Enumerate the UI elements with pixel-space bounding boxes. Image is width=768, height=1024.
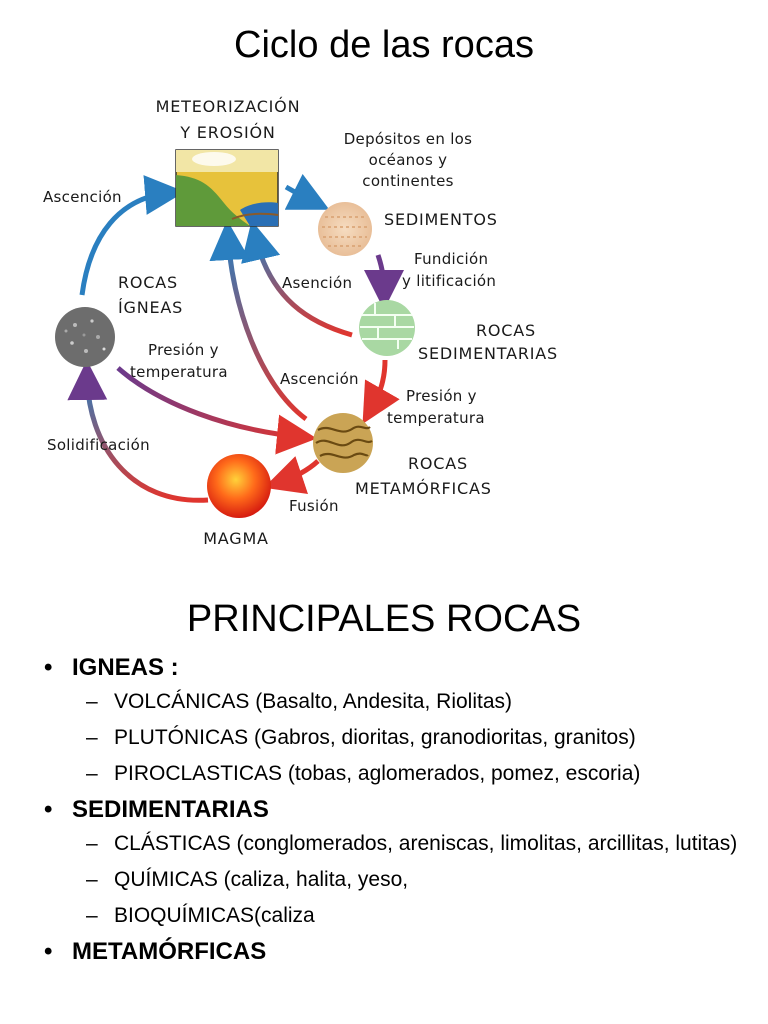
metamorphic-rock-icon	[313, 413, 373, 473]
heading-igneas: IGNEAS :	[72, 654, 179, 681]
cycle-title: Ciclo de las rocas	[234, 24, 534, 66]
label-ascencion-left: Ascención	[43, 188, 122, 206]
arrow-presion-left	[116, 366, 317, 455]
label-rocas-sed-2: SEDIMENTARIAS	[418, 344, 558, 363]
label-fundicion-1: Fundición	[414, 250, 488, 268]
label-rocas-sed-1: ROCAS	[476, 321, 536, 340]
label-presion-right-2: temperatura	[387, 409, 485, 427]
label-presion-right-1: Presión y	[406, 387, 477, 405]
label-rocas-igneas-2: ÍGNEAS	[118, 298, 183, 317]
list-item: PIROCLASTICAS (tobas, aglomerados, pomez…	[80, 760, 754, 787]
list-item: BIOQUÍMICAS(caliza	[80, 902, 754, 929]
arrow-ascencion-left	[79, 175, 185, 296]
heading-metamorficas: METAMÓRFICAS	[72, 938, 267, 965]
arrow-fusion	[263, 456, 320, 495]
label-presion-left-2: temperatura	[130, 363, 228, 381]
label-solidificacion: Solidificación	[47, 436, 150, 454]
list-item-igneas: IGNEAS : VOLCÁNICAS (Basalto, Andesita, …	[44, 654, 754, 787]
list-item: VOLCÁNICAS (Basalto, Andesita, Riolitas)	[80, 688, 754, 715]
sediment-icon	[318, 202, 372, 256]
sedimentary-rock-icon	[359, 300, 415, 356]
list-item-metamorficas: METAMÓRFICAS	[44, 938, 754, 966]
list-item: CLÁSTICAS (conglomerados, areniscas, lim…	[80, 830, 754, 857]
list-item: QUÍMICAS (caliza, halita, yeso,	[80, 866, 754, 893]
label-depositos-2: océanos y	[369, 151, 448, 169]
arrow-litification	[363, 254, 404, 310]
igneous-rock-icon	[55, 307, 115, 367]
label-rocas-met-2: METAMÓRFICAS	[355, 479, 492, 498]
main-title: PRINCIPALES ROCAS	[186, 598, 582, 640]
arrow-ascencion-mid	[209, 220, 308, 422]
label-asencion: Asención	[282, 274, 352, 292]
sublist-sedimentarias: CLÁSTICAS (conglomerados, areniscas, lim…	[72, 830, 754, 929]
label-fusion: Fusión	[289, 497, 339, 515]
label-fundicion-2: y litificación	[402, 272, 496, 290]
label-rocas-igneas-1: ROCAS	[118, 273, 178, 292]
label-meteorizacion-1: METEORIZACIÓN	[156, 97, 301, 116]
label-meteorizacion-2: Y EROSIÓN	[179, 123, 275, 142]
list-item-sedimentarias: SEDIMENTARIAS CLÁSTICAS (conglomerados, …	[44, 796, 754, 929]
weathering-landscape-illustration	[175, 149, 279, 227]
label-ascencion-mid: Ascención	[280, 370, 359, 388]
rock-types-list: IGNEAS : VOLCÁNICAS (Basalto, Andesita, …	[44, 654, 754, 970]
list-item: PLUTÓNICAS (Gabros, dioritas, granodiori…	[80, 724, 754, 751]
label-magma: MAGMA	[203, 529, 269, 548]
arrow-deposition	[284, 173, 330, 210]
arrow-solidificacion	[67, 360, 209, 503]
rock-cycle-diagram: METEORIZACIÓN Y EROSIÓN Depósitos en los…	[43, 97, 558, 548]
arrow-asencion	[241, 220, 353, 338]
arrow-presion-right	[362, 359, 400, 425]
sublist-igneas: VOLCÁNICAS (Basalto, Andesita, Riolitas)…	[72, 688, 754, 787]
label-depositos-3: continentes	[362, 172, 453, 190]
magma-icon	[207, 454, 271, 518]
label-presion-left-1: Presión y	[148, 341, 219, 359]
label-sedimentos: SEDIMENTOS	[384, 210, 498, 229]
heading-sedimentarias: SEDIMENTARIAS	[72, 796, 269, 823]
label-rocas-met-1: ROCAS	[408, 454, 468, 473]
label-depositos-1: Depósitos en los	[344, 130, 473, 148]
